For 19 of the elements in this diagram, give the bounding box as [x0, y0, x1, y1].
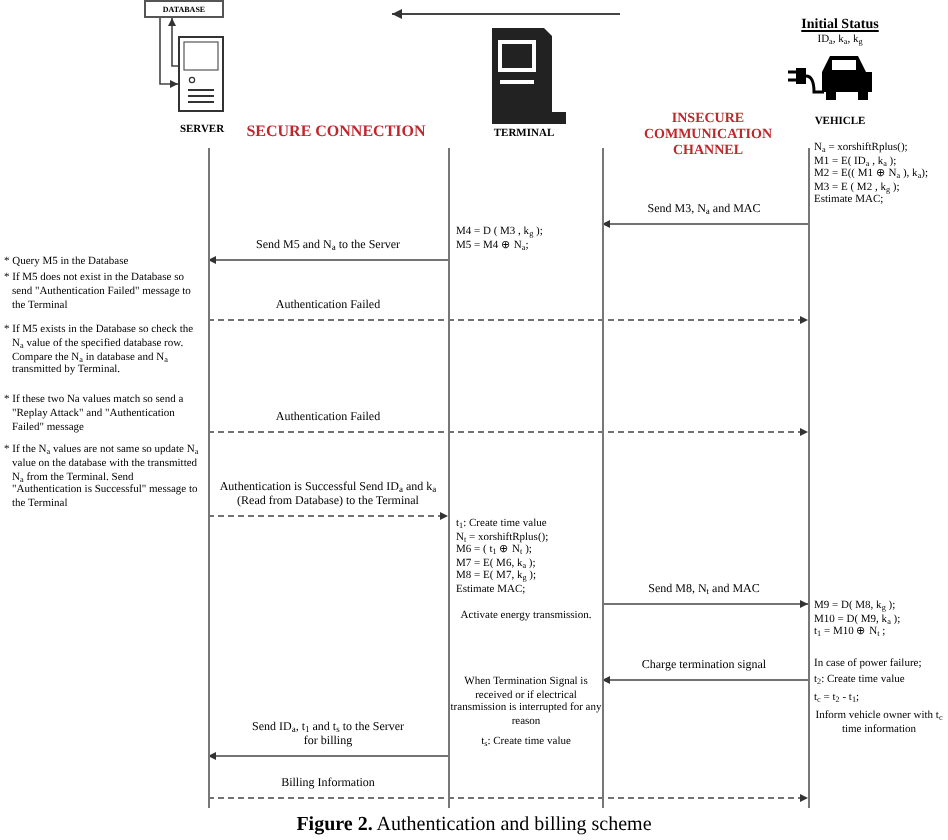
arrow: [601, 600, 809, 608]
caption: Figure 2. Authentication and billing scheme: [294, 812, 654, 840]
arrow: [207, 316, 809, 324]
arrow: [601, 676, 809, 684]
arrow: [168, 17, 179, 67]
lifeline: [447, 148, 449, 808]
arrow: [601, 220, 809, 228]
server-icon: [178, 36, 224, 112]
arrow: [159, 17, 179, 88]
lifeline: [207, 148, 209, 808]
lifeline: [807, 148, 809, 808]
database-box: [144, 0, 224, 18]
lifeline: [601, 148, 603, 808]
arrow: [207, 428, 809, 436]
arrow: [207, 752, 449, 760]
arrow: [207, 256, 449, 264]
arrow: [207, 794, 809, 802]
arrow: [207, 512, 449, 520]
channel-label: SECURE CONNECTION: [244, 120, 428, 144]
